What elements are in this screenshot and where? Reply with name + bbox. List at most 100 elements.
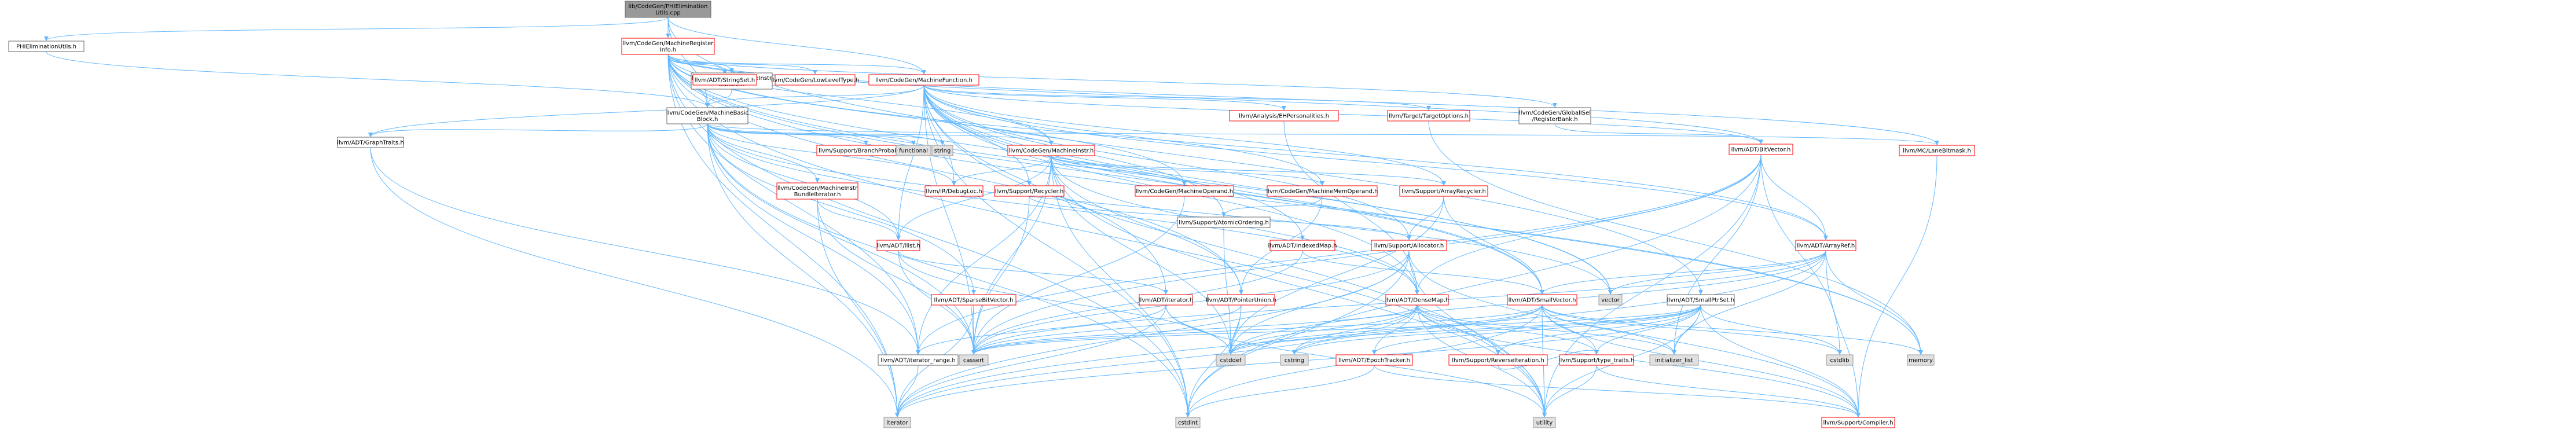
node-stringset[interactable]: llvm/ADT/StringSet.h [692, 74, 757, 86]
node-globalisel[interactable]: llvm/CodeGen/GlobalISel/RegisterBank.h [1518, 107, 1591, 124]
node-phiutils[interactable]: PHIEliminationUtils.h [8, 41, 85, 52]
node-smallvector[interactable]: llvm/ADT/SmallVector.h [1507, 294, 1577, 306]
node-box-smallptrset [1667, 294, 1735, 306]
edge-pointerunion-to-cstdint [1186, 304, 1242, 417]
node-label-cstdint: cstdint [1178, 420, 1198, 427]
edge-densemap-to-cstring [1292, 304, 1418, 355]
node-mmo[interactable]: llvm/CodeGen/MachineMemOperand.h [1267, 185, 1378, 197]
edge-mri-to-mf [667, 54, 926, 75]
node-reverseiter[interactable]: llvm/Support/ReverseIteration.h [1448, 354, 1548, 366]
node-label-iterator: llvm/ADT/iterator.h [1139, 298, 1193, 304]
edge-indexedmap-to-smallvector [1302, 250, 1544, 295]
node-debugloc[interactable]: llvm/IR/DebugLoc.h [924, 185, 984, 197]
edge-smallvector-to-cstring [1292, 304, 1543, 355]
edge-mbb-to-iterator_range [707, 123, 920, 355]
edge-smallvector-to-typetraits [1542, 304, 1599, 355]
node-label-memory: memory [1909, 358, 1933, 364]
edge-mf-to-arrayref [923, 85, 1828, 240]
node-box-targetopts [1387, 110, 1470, 122]
node-compiler[interactable]: llvm/Support/Compiler.h [1821, 417, 1895, 428]
node-label-bitvector: llvm/ADT/BitVector.h [1731, 147, 1791, 153]
node-box-ilist [876, 240, 920, 251]
edge-mi-to-arrayrecycler [1051, 155, 1446, 186]
node-vector: vector [1598, 294, 1623, 306]
edge-mf-to-memory [923, 85, 1923, 355]
node-mi[interactable]: llvm/CodeGen/MachineInstr.h [1007, 145, 1095, 156]
node-indexedmap[interactable]: llvm/ADT/IndexedMap.h [1268, 240, 1337, 251]
node-arrayrecycler[interactable]: llvm/Support/ArrayRecycler.h [1399, 185, 1488, 197]
edge-root-to-phiutils [44, 17, 669, 41]
node-label-smallptrset: llvm/ADT/SmallPtrSet.h [1667, 298, 1734, 304]
node-sparsebitvector[interactable]: llvm/ADT/SparseBitVector.h [931, 294, 1017, 306]
node-densemap[interactable]: llvm/ADT/DenseMap.h [1385, 294, 1450, 306]
edge-mri-to-vector [667, 54, 1613, 295]
node-box-root [625, 1, 711, 18]
node-arrayref[interactable]: llvm/ADT/ArrayRef.h [1795, 240, 1856, 251]
node-allocator[interactable]: llvm/Support/Allocator.h [1371, 240, 1447, 251]
node-box-sparsebitvector [931, 294, 1017, 306]
node-label-cstring: cstring [1285, 358, 1304, 364]
node-box-debugloc [924, 185, 984, 197]
edge-arrayrecycler-to-cstddef [1228, 196, 1444, 355]
node-box-cstring [1280, 354, 1309, 366]
node-recycler[interactable]: llvm/Support/Recycler.h [994, 185, 1065, 197]
edge-iterator-to-iterator_range [916, 304, 1166, 355]
edge-densemap-to-cassert [971, 304, 1418, 355]
edge-mf-to-mbb [705, 85, 924, 108]
node-box-vector [1598, 294, 1623, 306]
node-graphtraits[interactable]: llvm/ADT/GraphTraits.h [337, 137, 404, 148]
edge-recycler-to-cassert [971, 196, 1030, 355]
node-pointerunion[interactable]: llvm/ADT/PointerUnion.h [1206, 294, 1276, 306]
node-epochtracker[interactable]: llvm/ADT/EpochTracker.h [1335, 354, 1413, 366]
node-typetraits[interactable]: llvm/Support/type_traits.h [1559, 354, 1634, 366]
edge-mi-to-cassert [971, 155, 1052, 355]
node-mf[interactable]: llvm/CodeGen/MachineFunction.h [868, 74, 979, 86]
node-root[interactable]: lib/CodeGen/PHIEliminationUtils.cpp [625, 1, 711, 18]
node-smallptrset[interactable]: llvm/ADT/SmallPtrSet.h [1667, 294, 1735, 306]
node-box-graphtraits [337, 137, 404, 148]
node-mibundleiter[interactable]: llvm/CodeGen/MachineInstrBundleIterator.… [776, 182, 858, 200]
node-bitvector[interactable]: llvm/ADT/BitVector.h [1729, 144, 1793, 155]
edge-arrayref-to-initlist [1672, 250, 1826, 355]
node-iterator_range[interactable]: llvm/ADT/iterator_range.h [878, 354, 959, 366]
node-lowlevel[interactable]: llvm/CodeGen/LowLevelType.h [771, 74, 859, 86]
edge-phiutils-to-mbb [46, 51, 710, 108]
node-label-mf: llvm/CodeGen/MachineFunction.h [875, 78, 973, 84]
node-iteratorstd: iterator [883, 417, 911, 428]
node-mo[interactable]: llvm/CodeGen/MachineOperand.h [1135, 185, 1234, 197]
node-ilist[interactable]: llvm/ADT/ilist.h [876, 240, 920, 251]
edge-mmo-to-atomicordering [1221, 196, 1323, 217]
node-targetopts[interactable]: llvm/Target/TargetOptions.h [1387, 110, 1470, 122]
edge-densemap-to-epochtracker [1372, 304, 1418, 355]
node-label-reverseiter: llvm/Support/ReverseIteration.h [1452, 358, 1544, 364]
node-box-string [931, 145, 953, 156]
node-label-branchprob: llvm/Support/BranchProbability.h [819, 148, 913, 155]
edge-pointerunion-to-cassert [971, 304, 1242, 355]
node-atomicordering[interactable]: llvm/Support/AtomicOrdering.h [1177, 216, 1271, 228]
node-box-iteratorstd [883, 417, 911, 428]
node-label-indexedmap: llvm/ADT/IndexedMap.h [1268, 243, 1337, 249]
edge-targetopts-to-memory [1428, 120, 1923, 355]
node-label-arrayref: llvm/ADT/ArrayRef.h [1797, 243, 1855, 249]
node-box-mi [1007, 145, 1095, 156]
edge-allocator-to-cstdint [1186, 250, 1410, 417]
node-initlist: initializer_list [1649, 354, 1699, 366]
node-box-memory [1907, 354, 1935, 366]
edge-mi-to-pointerunion [1051, 155, 1243, 295]
edge-mibundleiter-to-iteratorstd [817, 199, 900, 417]
node-box-stringset [692, 74, 757, 86]
edge-epochtracker-to-cstdint [1186, 365, 1375, 417]
edge-mri-to-utility [667, 54, 1547, 417]
edge-mf-to-targetopts [923, 85, 1431, 111]
node-cstddef: cstddef [1216, 354, 1246, 366]
node-box-mf [868, 74, 979, 86]
node-lanebitmask[interactable]: llvm/MC/LaneBitmask.h [1899, 145, 1975, 156]
node-label-allocator: llvm/Support/Allocator.h [1374, 243, 1444, 249]
node-ehperson[interactable]: llvm/Analysis/EHPersonalities.h [1229, 110, 1339, 122]
node-iterator[interactable]: llvm/ADT/iterator.h [1139, 294, 1193, 306]
edge-graphtraits-to-iterator_range [370, 147, 920, 355]
node-box-mmo [1267, 185, 1378, 197]
